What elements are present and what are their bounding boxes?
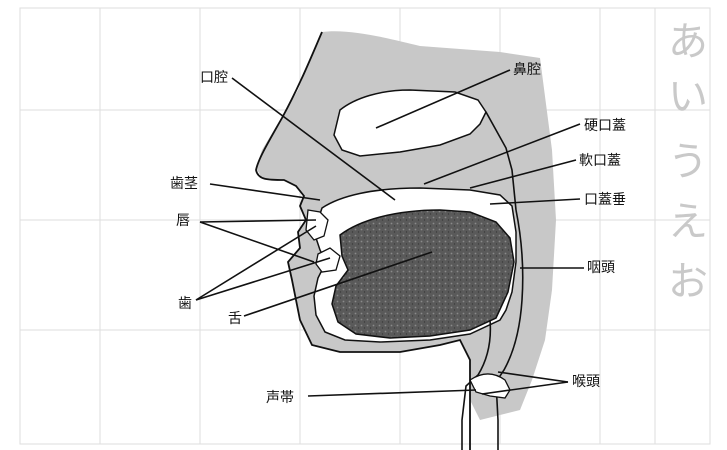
- label-lips: 唇: [176, 213, 190, 229]
- hiragana-u: う: [668, 139, 708, 185]
- hiragana-a: あ: [668, 19, 708, 65]
- hiragana-i: い: [668, 74, 708, 120]
- hiragana-e: え: [668, 199, 708, 245]
- label-pharynx: 咽頭: [587, 260, 615, 276]
- label-teeth: 歯: [178, 296, 192, 312]
- label-larynx: 喉頭: [572, 374, 600, 390]
- label-tongue: 舌: [228, 311, 242, 327]
- tongue-body: [332, 210, 514, 338]
- label-vocal-cords: 声帯: [266, 390, 294, 406]
- pointer-lips-lower: [200, 222, 314, 262]
- hiragana-o: お: [668, 259, 708, 305]
- label-uvula: 口蓋垂: [584, 192, 626, 208]
- label-hard-palate: 硬口蓋: [584, 118, 626, 134]
- background-hiragana: あ い う え お: [668, 19, 708, 305]
- label-soft-palate: 軟口蓋: [579, 153, 621, 169]
- label-oral-cavity: 口腔: [200, 70, 228, 86]
- label-alveolar-ridge: 歯茎: [170, 176, 198, 192]
- pointer-vocal-cords: [308, 390, 476, 396]
- label-nasal-cavity: 鼻腔: [513, 61, 541, 78]
